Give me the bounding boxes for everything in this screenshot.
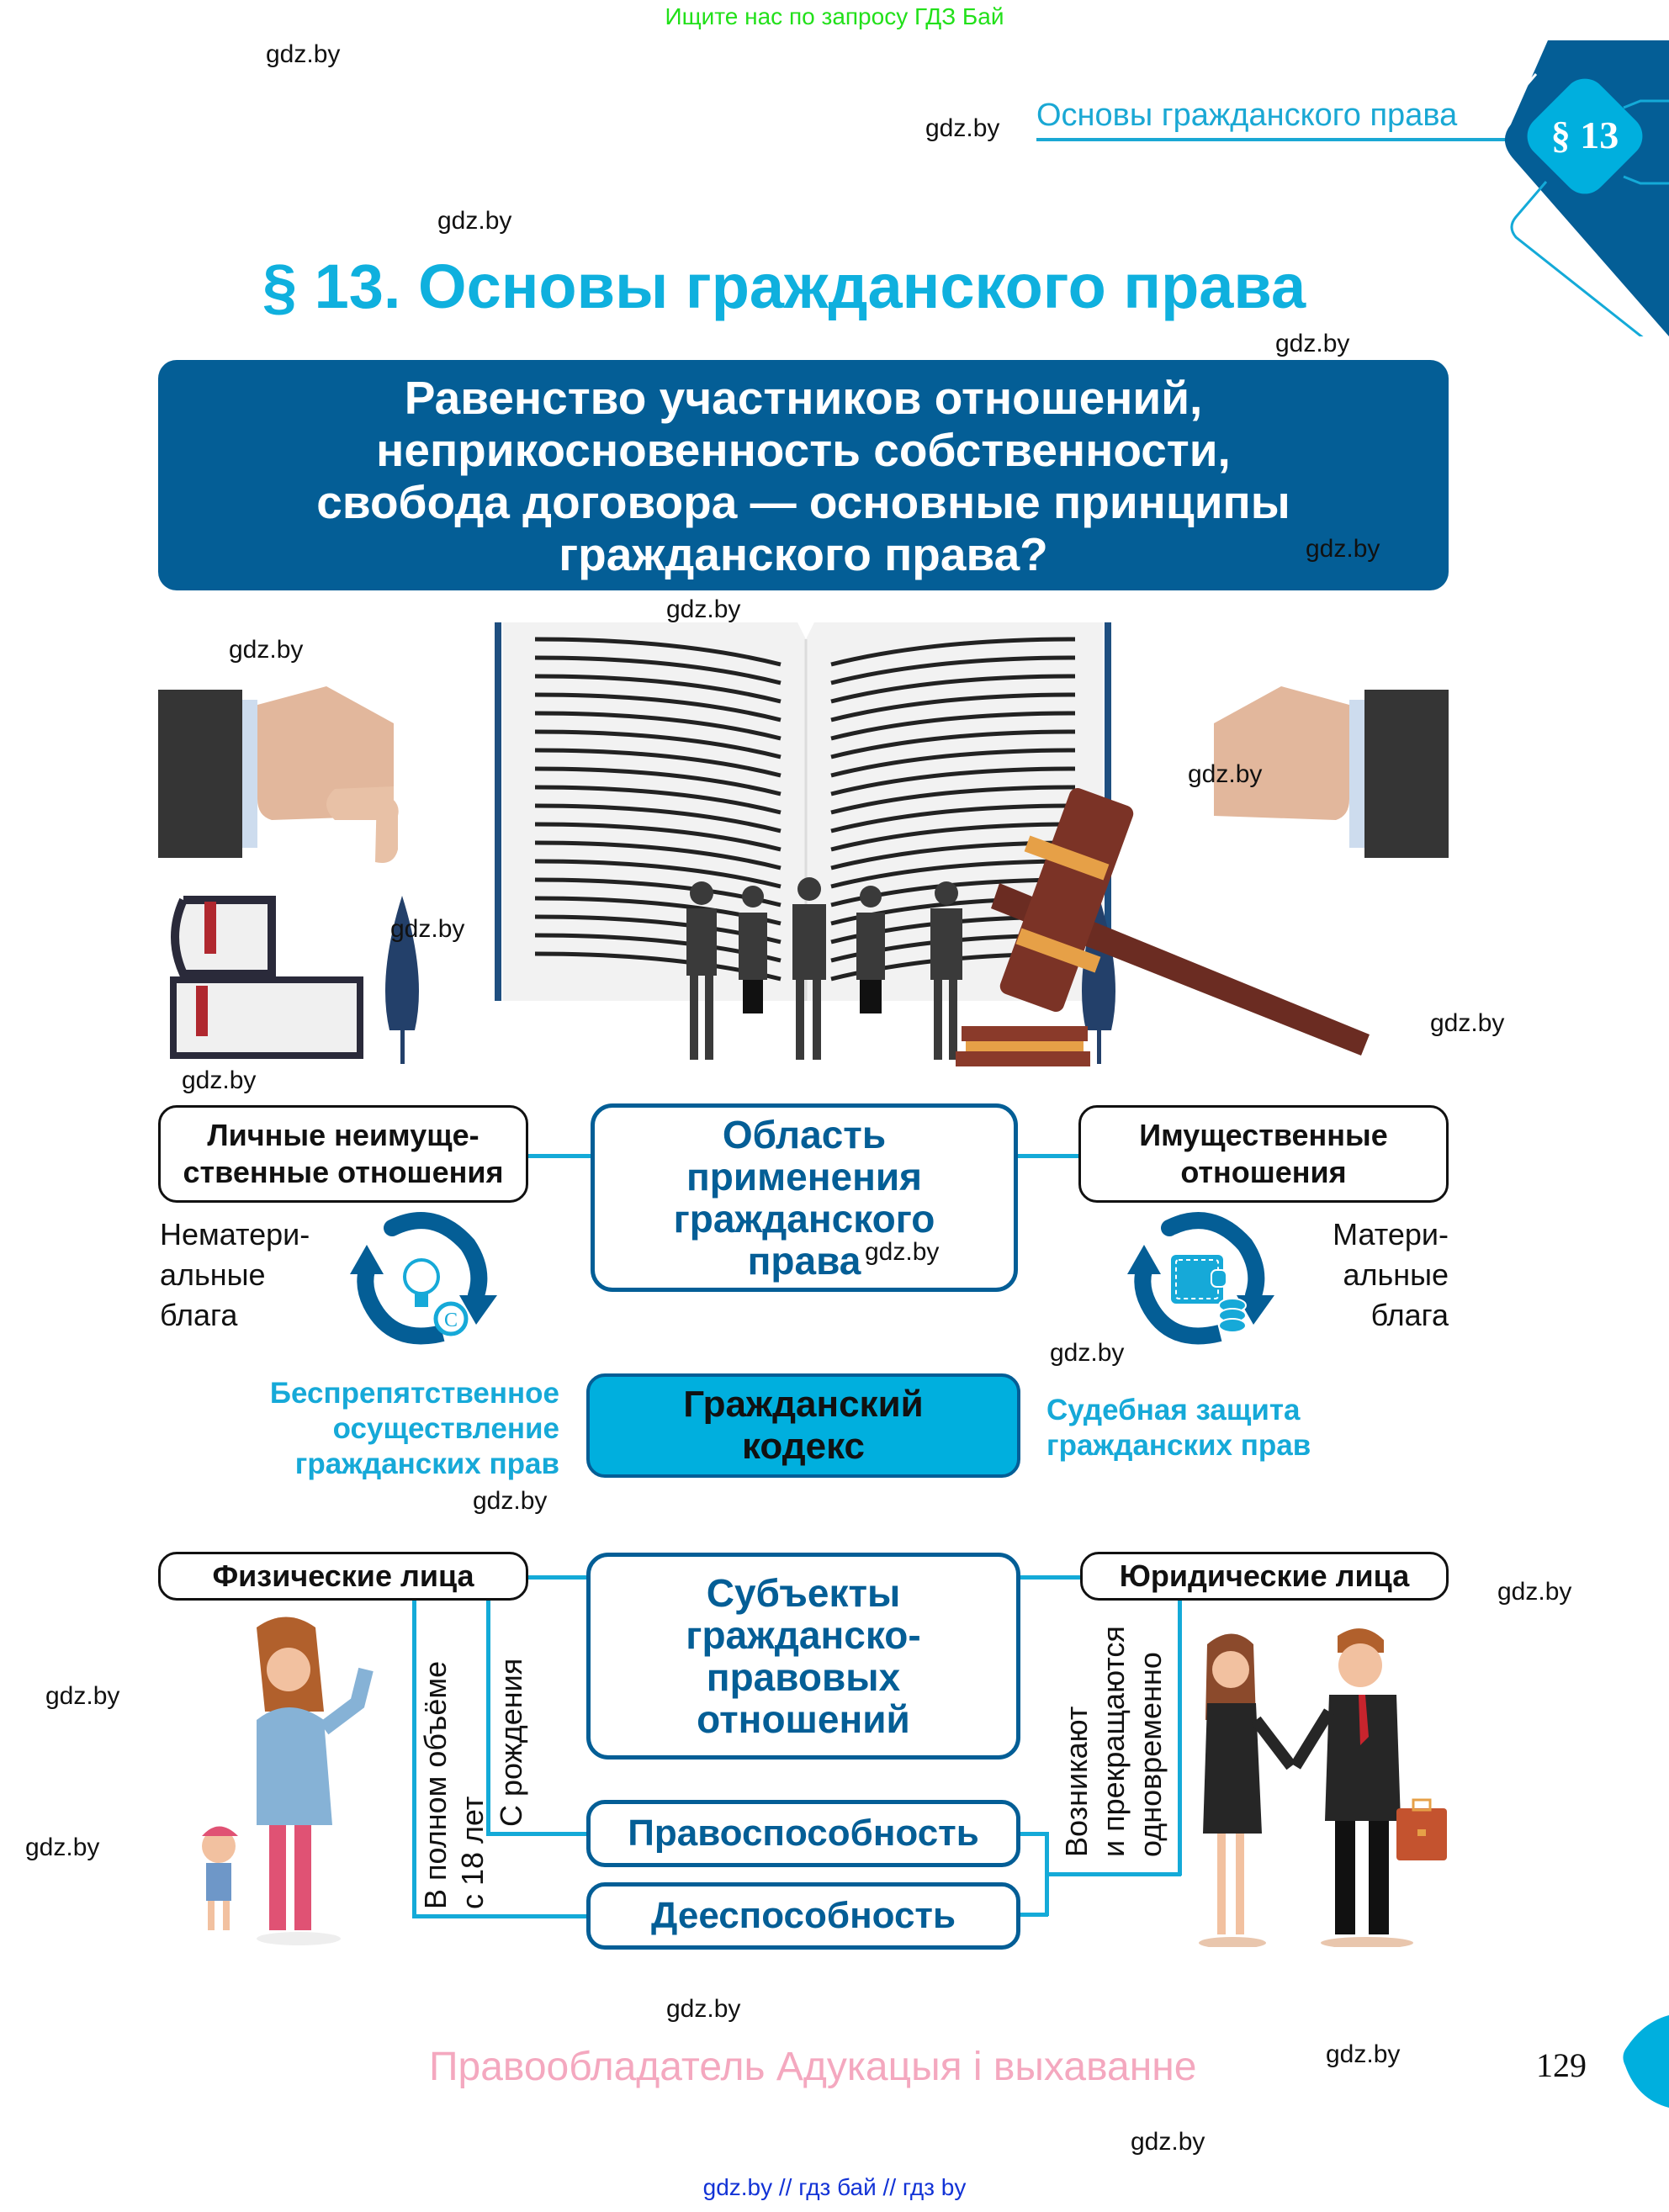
connector-line	[1018, 1575, 1082, 1580]
mother-and-child-illustration	[202, 1617, 374, 1945]
wallet-coins-cycle-icon	[1127, 1212, 1274, 1345]
lightbulb-copyright-cycle-icon: C	[350, 1212, 497, 1345]
watermark: gdz.by	[390, 915, 465, 943]
connector-line	[527, 1575, 595, 1580]
natural-persons-box: Физические лица	[158, 1552, 528, 1601]
legal-capacity-box: Правоспособность	[586, 1800, 1020, 1867]
watermark: gdz.by	[666, 1995, 741, 2023]
connector-line	[1018, 1913, 1048, 1917]
page-tab-marker	[1623, 2015, 1669, 2108]
watermark: gdz.by	[182, 1066, 257, 1094]
connector-line	[486, 1598, 490, 1835]
running-head-rule	[1036, 138, 1507, 141]
connector-line	[1018, 1832, 1048, 1836]
banner-line: неприкосновенность собственности,	[376, 424, 1231, 476]
gavel	[956, 787, 1370, 1066]
book-hands-gavel-illustration	[158, 622, 1449, 1066]
watermark: gdz.by	[473, 1487, 548, 1515]
principles-question-banner: Равенство участников отношений, неприкос…	[158, 360, 1449, 590]
page-number: 129	[1536, 2046, 1587, 2084]
running-head: Основы гражданского права	[1036, 98, 1458, 133]
watermark: gdz.by	[1306, 535, 1380, 563]
svg-text:C: C	[444, 1310, 458, 1331]
connector-line	[412, 1598, 416, 1918]
watermark: gdz.by	[1050, 1339, 1125, 1367]
connector-line	[412, 1914, 589, 1918]
copyright-owner: Правообладатель Адукацыя і выхаванне	[429, 2045, 1197, 2089]
connector-line	[1178, 1598, 1182, 1876]
watermark: gdz.by	[229, 636, 304, 664]
legal-entities-box: Юридические лица	[1080, 1552, 1449, 1601]
page-title: § 13. Основы гражданского права	[262, 251, 1306, 321]
watermark: gdz.by	[1326, 2040, 1401, 2068]
watermark: gdz.by	[1497, 1578, 1572, 1606]
footer-links[interactable]: gdz.by // гдз бай // гдз by	[702, 2174, 967, 2200]
watermark: gdz.by	[865, 1238, 940, 1266]
watermark: gdz.by	[1131, 2128, 1205, 2156]
from-birth-label: С рождения	[494, 1658, 528, 1827]
connector-line	[1045, 1872, 1181, 1876]
connector-line	[486, 1832, 589, 1836]
banner-line: Равенство участников отношений,	[404, 372, 1203, 424]
connector-line	[1016, 1154, 1080, 1158]
banner-line: свобода договора — основные принципы	[316, 476, 1290, 528]
active-capacity-box: Дееспособность	[586, 1882, 1020, 1950]
watermark: gdz.by	[266, 40, 341, 68]
watermark: gdz.by	[25, 1834, 100, 1861]
watermark: gdz.by	[666, 595, 741, 623]
group-of-people	[686, 877, 962, 1060]
watermark: gdz.by	[1430, 1009, 1505, 1037]
search-hint: Ищите нас по запросу ГДЗ Бай	[665, 3, 1004, 29]
connector-line	[527, 1154, 595, 1158]
business-handshake-illustration	[1199, 1628, 1447, 1947]
section-corner-badge: § 13	[1504, 40, 1669, 336]
right-sleeve	[1364, 690, 1449, 858]
watermark: gdz.by	[1188, 760, 1263, 788]
watermark: gdz.by	[1275, 330, 1350, 357]
watermark: gdz.by	[925, 114, 1000, 142]
left-sleeve	[158, 690, 242, 858]
watermark: gdz.by	[45, 1682, 120, 1710]
section-badge-label: § 13	[1551, 114, 1619, 156]
banner-line: гражданского права?	[559, 528, 1048, 580]
watermark: gdz.by	[437, 207, 512, 235]
personal-non-property-relations-box: Личные неимуще-ственные отношения	[158, 1105, 528, 1203]
